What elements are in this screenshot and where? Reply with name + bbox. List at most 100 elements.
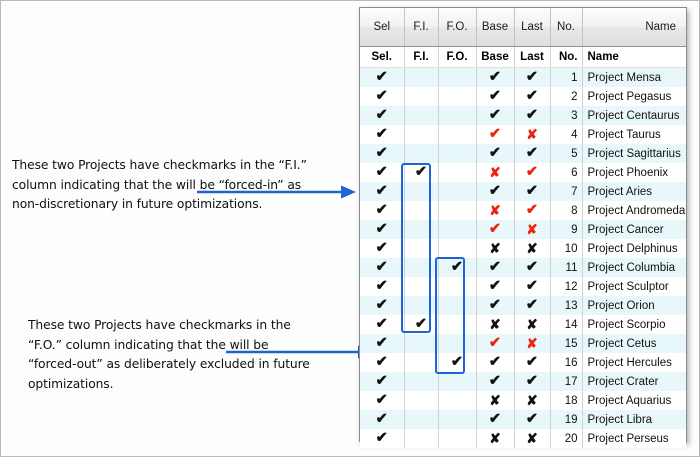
cell-fo[interactable] <box>438 334 477 353</box>
cell-fi[interactable] <box>404 239 439 258</box>
cell-sel[interactable]: ✔ <box>360 201 405 220</box>
cross-icon-last: ✘ <box>526 240 538 256</box>
cell-fi[interactable] <box>404 220 439 239</box>
cell-sel[interactable]: ✔ <box>360 220 405 239</box>
cell-sel[interactable]: ✔ <box>360 182 405 201</box>
cell-sel[interactable]: ✔ <box>360 277 405 296</box>
cell-fo[interactable] <box>438 277 477 296</box>
cell-fi[interactable] <box>404 201 439 220</box>
check-icon-base: ✔ <box>488 297 502 314</box>
cell-fi[interactable] <box>404 258 439 277</box>
cell-fo[interactable] <box>438 182 477 201</box>
cell-last: ✘ <box>514 220 551 239</box>
cell-sel[interactable]: ✔ <box>360 334 405 353</box>
cell-fo[interactable] <box>438 410 477 429</box>
cell-fo[interactable] <box>438 239 477 258</box>
cell-fo[interactable] <box>438 220 477 239</box>
check-icon-base: ✔ <box>488 335 502 352</box>
cell-sel[interactable]: ✔ <box>360 391 405 410</box>
outer-header-fo[interactable]: F.O. <box>438 8 477 47</box>
cell-fo[interactable] <box>438 391 477 410</box>
cell-last: ✘ <box>514 391 551 410</box>
cell-fo[interactable] <box>438 201 477 220</box>
cell-fi[interactable] <box>404 391 439 410</box>
cell-last: ✔ <box>514 410 551 429</box>
cell-fo[interactable] <box>438 106 477 125</box>
cell-fi[interactable] <box>404 106 439 125</box>
outer-header-base[interactable]: Base <box>476 8 515 47</box>
cell-fo[interactable] <box>438 372 477 391</box>
cell-base: ✔ <box>476 106 515 125</box>
cell-sel[interactable]: ✔ <box>360 258 405 277</box>
cell-fi[interactable] <box>404 296 439 315</box>
cross-icon-base: ✘ <box>489 316 501 332</box>
outer-header-sel[interactable]: Sel <box>360 8 405 47</box>
cell-sel[interactable]: ✔ <box>360 315 405 334</box>
cell-sel[interactable]: ✔ <box>360 353 405 372</box>
cell-fi[interactable]: ✔ <box>404 315 439 334</box>
cell-sel[interactable]: ✔ <box>360 410 405 429</box>
outer-header-last[interactable]: Last <box>514 8 551 47</box>
outer-header-name[interactable]: Name <box>582 8 686 47</box>
cell-fo[interactable] <box>438 315 477 334</box>
cell-sel[interactable]: ✔ <box>360 239 405 258</box>
cell-fi[interactable] <box>404 277 439 296</box>
cell-fi[interactable] <box>404 372 439 391</box>
cell-sel[interactable]: ✔ <box>360 67 405 87</box>
cell-sel[interactable]: ✔ <box>360 429 405 448</box>
check-icon-sel: ✔ <box>375 164 388 181</box>
cell-sel[interactable]: ✔ <box>360 163 405 182</box>
cross-icon-base: ✘ <box>489 240 501 256</box>
cell-sel[interactable]: ✔ <box>360 87 405 106</box>
cell-sel[interactable]: ✔ <box>360 144 405 163</box>
cell-fo[interactable]: ✔ <box>438 353 477 372</box>
cell-fi[interactable] <box>404 182 439 201</box>
cell-fi[interactable] <box>404 334 439 353</box>
cell-fi[interactable] <box>404 87 439 106</box>
cell-fi[interactable] <box>404 410 439 429</box>
cell-fi[interactable] <box>404 125 439 144</box>
cell-fo[interactable]: ✔ <box>438 258 477 277</box>
cell-fi[interactable] <box>404 67 439 87</box>
cell-sel[interactable]: ✔ <box>360 125 405 144</box>
cell-sel[interactable]: ✔ <box>360 372 405 391</box>
project-table-panel: Sel F.I. F.O. Base Last No. Name Sel. F.… <box>359 7 687 448</box>
outer-header-no[interactable]: No. <box>550 8 583 47</box>
cell-fo[interactable] <box>438 163 477 182</box>
cell-fo[interactable] <box>438 296 477 315</box>
cell-fo[interactable] <box>438 67 477 87</box>
cell-fo[interactable] <box>438 125 477 144</box>
cell-fi[interactable] <box>404 144 439 163</box>
cell-fi[interactable] <box>404 429 439 448</box>
cell-fi[interactable]: ✔ <box>404 163 439 182</box>
cell-fo[interactable] <box>438 429 477 448</box>
cell-fo[interactable] <box>438 144 477 163</box>
cell-sel[interactable]: ✔ <box>360 296 405 315</box>
cell-fo[interactable] <box>438 87 477 106</box>
check-icon-base: ✔ <box>488 373 502 390</box>
arrow-to-fo-column <box>226 345 373 359</box>
cell-fi[interactable] <box>404 353 439 372</box>
outer-header-fi[interactable]: F.I. <box>404 8 439 47</box>
cell-sel[interactable]: ✔ <box>360 106 405 125</box>
